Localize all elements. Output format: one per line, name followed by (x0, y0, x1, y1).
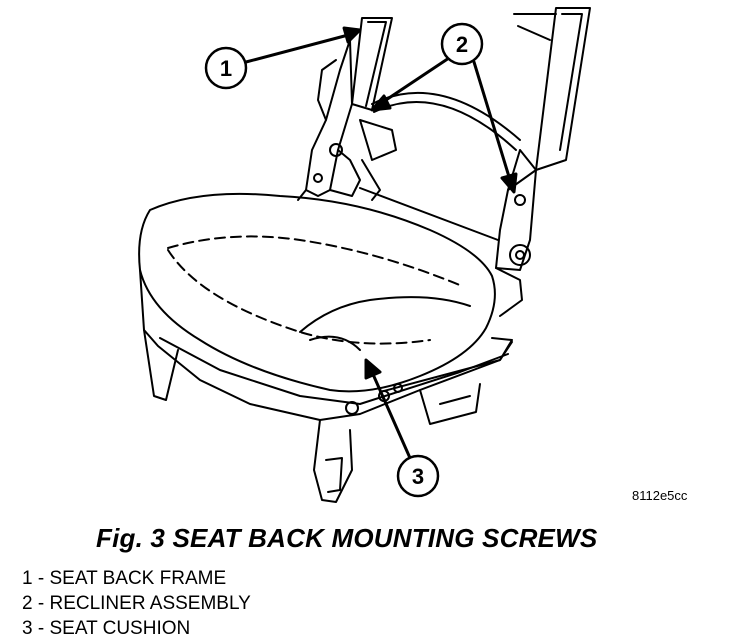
callout-2: 2 (440, 22, 484, 66)
leader-lines (244, 26, 518, 460)
leader-line-2a (378, 54, 454, 106)
legend-number: 2 (22, 593, 33, 614)
legend-label: RECLINER ASSEMBLY (49, 593, 251, 614)
callout-3: 3 (396, 454, 440, 498)
seat-cushion (138, 192, 496, 393)
legend: 1 - SEAT BACK FRAME 2 - RECLINER ASSEMBL… (22, 566, 251, 641)
leader-arrow-2a (370, 94, 392, 112)
callout-number-2: 2 (456, 32, 468, 57)
leader-arrow-3 (364, 358, 382, 380)
legend-separator: - (32, 618, 50, 639)
legend-label: SEAT BACK FRAME (49, 568, 227, 589)
legend-label: SEAT CUSHION (49, 618, 191, 639)
legend-item-1: 1 - SEAT BACK FRAME (22, 566, 251, 591)
leader-arrow-1 (342, 26, 362, 44)
lower-cross-rod (359, 187, 499, 241)
leader-line-1 (244, 32, 354, 64)
left-seat-back-frame (297, 17, 397, 201)
legend-number: 3 (22, 618, 33, 639)
seat-illustration: 1 2 3 (138, 7, 591, 503)
leader-arrow-2b (500, 172, 518, 194)
legend-number: 1 (22, 568, 33, 589)
legend-separator: - (32, 568, 50, 589)
legend-item-2: 2 - RECLINER ASSEMBLY (22, 591, 251, 616)
figure-title: Fig. 3 SEAT BACK MOUNTING SCREWS (96, 523, 598, 553)
leader-line-3 (370, 370, 412, 460)
callout-number-1: 1 (220, 56, 232, 81)
callout-number-3: 3 (412, 464, 424, 489)
leader-line-2b (472, 60, 512, 182)
legend-item-3: 3 - SEAT CUSHION (22, 616, 251, 641)
legend-separator: - (32, 593, 50, 614)
figure-code: 8112e5cc (632, 488, 688, 503)
right-seat-back-frame (495, 7, 591, 317)
seat-base (139, 269, 513, 503)
callout-1: 1 (204, 46, 248, 90)
